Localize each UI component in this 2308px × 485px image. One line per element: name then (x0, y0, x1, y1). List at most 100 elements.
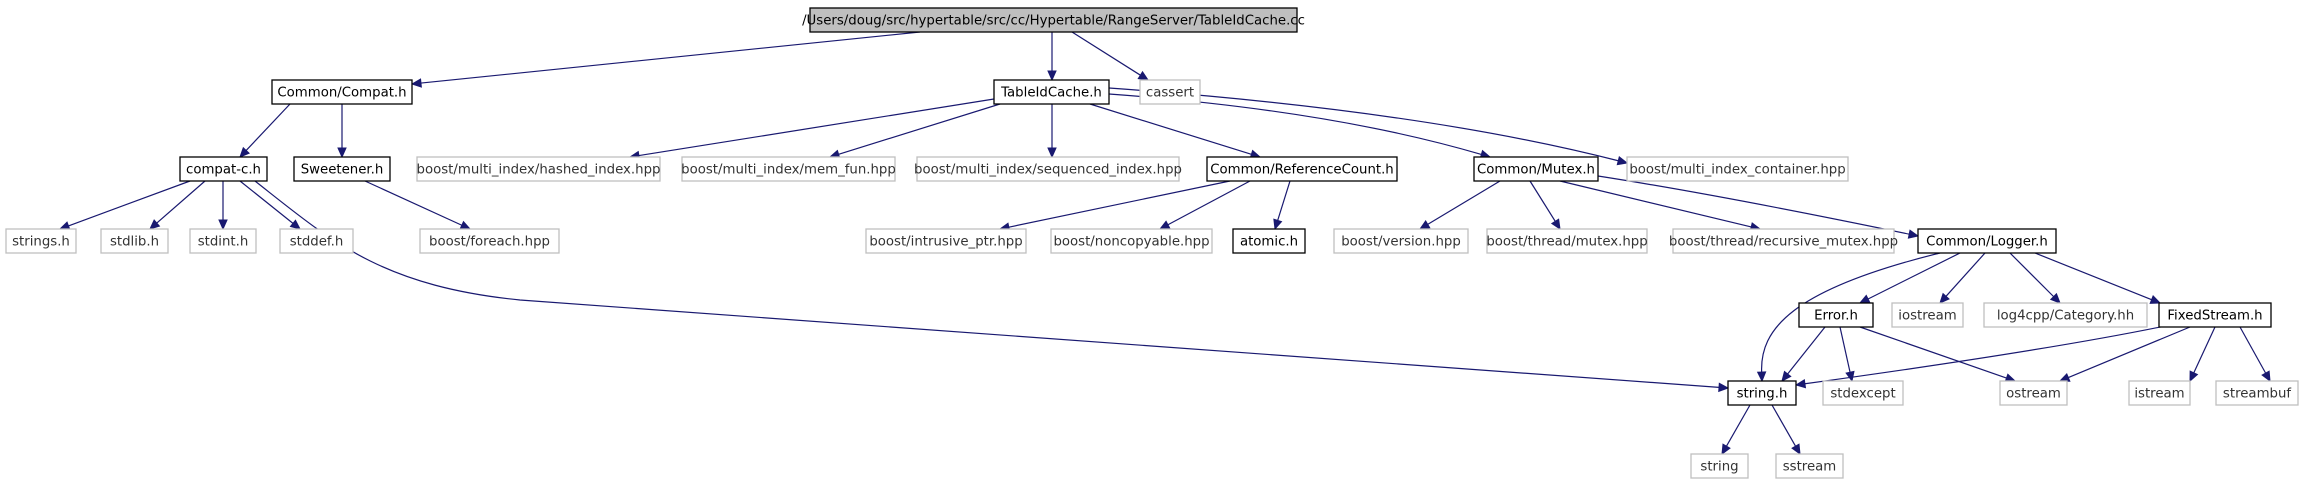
node-label: Common/Compat.h (277, 86, 406, 101)
edge-referencecount-h-to-atomic-h (1273, 180, 1291, 231)
node-label: Error.h (1814, 309, 1858, 324)
node-label: boost/multi_index/hashed_index.hpp (417, 163, 661, 178)
node-boost-multi-index-hashed-index-hpp: boost/multi_index/hashed_index.hpp (416, 156, 661, 182)
edge-compat-c-h-to-stdlib-h (149, 180, 206, 230)
node-sweetener-h[interactable]: Sweetener.h (293, 156, 391, 182)
node-label: boost/version.hpp (1341, 235, 1461, 250)
node-label: boost/multi_index_container.hpp (1629, 163, 1845, 178)
node-label: stdint.h (198, 235, 249, 250)
edge-compat-h-to-compat-c-h (239, 103, 291, 158)
node-label: Common/Logger.h (1926, 235, 2048, 250)
edge-compat-h-to-sweetener-h (337, 104, 347, 159)
node-label: string.h (1737, 387, 1788, 402)
node-iostream: iostream (1891, 302, 1964, 328)
edge-error-h-to-ostream (1859, 326, 2017, 383)
node-label: boost/foreach.hpp (429, 235, 550, 250)
node-common-logger-h[interactable]: Common/Logger.h (1917, 228, 2057, 254)
node-boost-thread-recursive-mutex-hpp: boost/thread/recursive_mutex.hpp (1669, 228, 1898, 254)
node-stdlib-h: stdlib.h (100, 228, 169, 254)
node-label: boost/thread/recursive_mutex.hpp (1669, 235, 1898, 250)
edge-referencecount-h-to-noncopyable (1158, 180, 1251, 230)
node-label: compat-c.h (186, 163, 261, 178)
node-label: boost/multi_index/sequenced_index.hpp (914, 163, 1182, 178)
edge-string-h-to-sstream (1771, 404, 1801, 456)
node-boost-multi-index-container-hpp: boost/multi_index_container.hpp (1626, 156, 1849, 182)
node-label: stdexcept (1830, 387, 1895, 402)
node-streambuf: streambuf (2215, 380, 2299, 406)
edge-compat-c-h-to-string-h (254, 180, 1730, 393)
node-stddef-h: stddef.h (279, 228, 354, 254)
node-boost-thread-mutex-hpp: boost/thread/mutex.hpp (1486, 228, 1648, 254)
node-compat-c-h[interactable]: compat-c.h (179, 156, 268, 182)
node-label: Common/ReferenceCount.h (1210, 163, 1393, 178)
edge-logger-h-to-string-h (1756, 252, 1941, 383)
node-boost-foreach-hpp: boost/foreach.hpp (419, 228, 560, 254)
node-common-mutex-h[interactable]: Common/Mutex.h (1473, 156, 1599, 182)
node-boost-multi-index-mem-fun-hpp: boost/multi_index/mem_fun.hpp (681, 156, 896, 182)
edge-fixedstream-h-to-istream (2189, 326, 2216, 383)
node-label: FixedStream.h (2167, 309, 2262, 324)
node-common-referencecount-h[interactable]: Common/ReferenceCount.h (1206, 156, 1398, 182)
edge-root-to-cassert (1071, 31, 1150, 81)
node-label: TableIdCache.h (1000, 86, 1102, 101)
edge-tableidcache-h-to-referencecount-h (1089, 103, 1262, 159)
node-tableidcache-h[interactable]: TableIdCache.h (993, 79, 1110, 105)
node-error-h[interactable]: Error.h (1798, 302, 1874, 328)
edge-fixedstream-h-to-streambuf (2239, 326, 2271, 383)
edge-mutex-h-to-version-hpp (1418, 180, 1501, 230)
edge-referencecount-h-to-intrusive-ptr (998, 180, 1231, 232)
node-label: stddef.h (290, 235, 344, 250)
node-label: boost/multi_index/mem_fun.hpp (681, 163, 896, 178)
node-boost-noncopyable-hpp: boost/noncopyable.hpp (1050, 228, 1213, 254)
node-common-compat-h[interactable]: Common/Compat.h (271, 79, 413, 105)
node-label: boost/thread/mutex.hpp (1486, 235, 1647, 250)
node-istream: istream (2128, 380, 2191, 406)
node-label: stdlib.h (110, 235, 159, 250)
node-label: iostream (1898, 309, 1956, 324)
node-boost-intrusive-ptr-hpp: boost/intrusive_ptr.hpp (865, 228, 1027, 254)
edge-logger-h-to-iostream (1939, 252, 1986, 304)
node-strings-h: strings.h (5, 228, 77, 254)
edge-error-h-to-string-h (1781, 326, 1826, 382)
node-users-doug-src-hypertable-src-cc-hypertable-rangeserver-tableidcache-cc[interactable]: /Users/doug/src/hypertable/src/cc/Hypert… (802, 7, 1305, 33)
node-string: string (1690, 453, 1749, 479)
node-label: istream (2134, 387, 2184, 402)
nodes-layer: /Users/doug/src/hypertable/src/cc/Hypert… (5, 7, 2299, 479)
edge-tableidcache-h-to-hashed-index (628, 98, 995, 161)
edge-fixedstream-h-to-string-h (1794, 324, 2171, 389)
edge-sweetener-h-to-foreach-hpp (364, 180, 472, 230)
node-fixedstream-h[interactable]: FixedStream.h (2158, 302, 2272, 328)
edge-compat-c-h-to-stddef-h (239, 180, 301, 230)
node-boost-version-hpp: boost/version.hpp (1333, 228, 1469, 254)
node-label: Sweetener.h (301, 163, 384, 178)
node-label: log4cpp/Category.hh (1997, 309, 2134, 324)
node-label: string (1700, 460, 1738, 475)
node-label: cassert (1146, 86, 1194, 101)
edge-logger-h-to-log4cpp-category (2009, 252, 2061, 304)
edge-tableidcache-h-to-sequenced-index (1047, 104, 1057, 159)
node-stdint-h: stdint.h (189, 228, 257, 254)
edge-mutex-h-to-thread-mutex (1529, 180, 1561, 231)
node-stdexcept: stdexcept (1822, 380, 1904, 406)
node-boost-multi-index-sequenced-index-hpp: boost/multi_index/sequenced_index.hpp (914, 156, 1182, 182)
node-atomic-h[interactable]: atomic.h (1232, 228, 1306, 254)
edge-error-h-to-stdexcept (1839, 326, 1855, 383)
edge-compat-c-h-to-strings-h (58, 180, 191, 231)
edge-root-to-compat-h (410, 31, 921, 88)
edge-string-h-to-string (1721, 404, 1751, 456)
edge-fixedstream-h-to-ostream (2058, 326, 2191, 382)
edge-root-to-tableidcache-h (1047, 32, 1057, 82)
node-label: boost/intrusive_ptr.hpp (869, 235, 1022, 250)
node-log4cpp-category-hh: log4cpp/Category.hh (1983, 302, 2148, 328)
node-cassert: cassert (1139, 79, 1201, 105)
node-label: boost/noncopyable.hpp (1053, 235, 1209, 250)
node-ostream: ostream (1999, 380, 2068, 406)
edge-mutex-h-to-recursive-mutex (1559, 180, 1762, 232)
node-label: streambuf (2223, 387, 2291, 402)
node-label: ostream (2006, 387, 2061, 402)
edge-logger-h-to-fixedstream-h (2034, 252, 2162, 304)
node-string-h[interactable]: string.h (1727, 380, 1797, 406)
node-sstream: sstream (1775, 453, 1844, 479)
node-label: strings.h (12, 235, 70, 250)
